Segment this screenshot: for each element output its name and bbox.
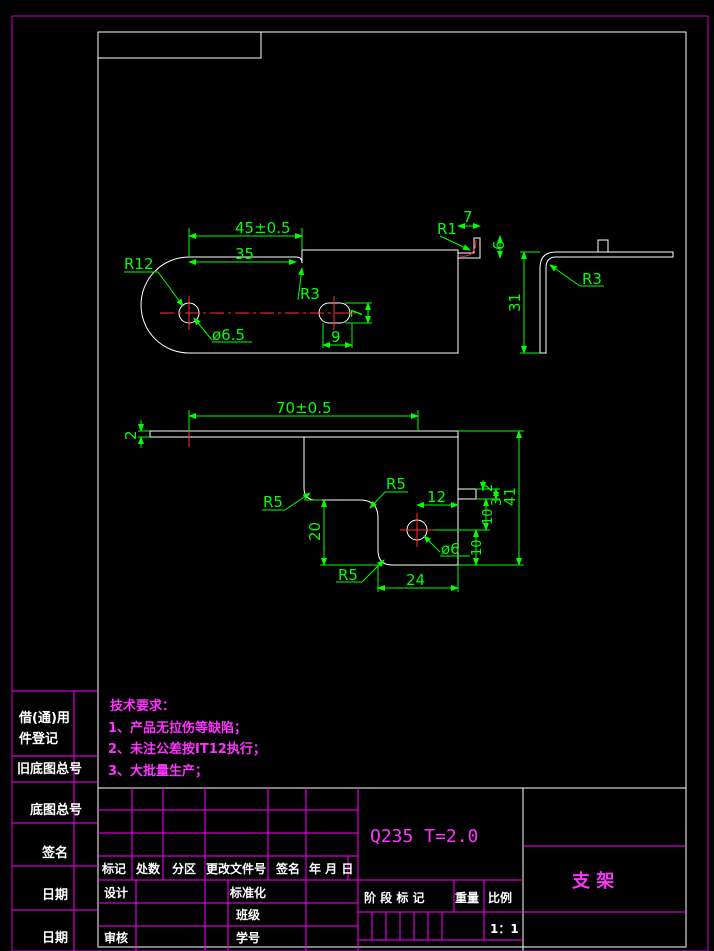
slot xyxy=(318,302,351,324)
material-spec: Q235 T=2.0 xyxy=(370,826,478,847)
label-date-2: 日期 xyxy=(42,931,68,946)
hdr-zone: 分区 xyxy=(172,861,196,876)
side-view: 31 R3 xyxy=(506,239,674,354)
dim-3: 3 xyxy=(490,498,505,506)
hdr-date: 年 月 日 xyxy=(309,861,353,876)
dim-dia-6-5: ø6.5 xyxy=(212,326,245,344)
hdr-count: 处数 xyxy=(135,861,161,876)
lbl-scale: 比例 xyxy=(488,890,512,905)
dim-41: 41 xyxy=(501,487,519,506)
title-block: 标记 处数 分区 更改文件号 签名 年 月 日 设计 标准化 班级 审核 学号 … xyxy=(98,787,686,951)
lbl-check: 审核 xyxy=(104,930,128,945)
label-borrow-2: 件登记 xyxy=(19,731,58,747)
dim-r5-c: R5 xyxy=(338,566,358,584)
dim-9: 9 xyxy=(331,328,341,346)
top-left-label-box xyxy=(97,31,262,59)
dim-35: 35 xyxy=(235,245,254,263)
label-base-no: 底图总号 xyxy=(30,802,82,818)
lbl-stage-mark: 阶 段 标 记 xyxy=(364,890,425,905)
scale-value: 1：1 xyxy=(490,922,519,936)
dim-6: 6 xyxy=(490,240,508,250)
dim-r5-b: R5 xyxy=(386,475,406,493)
tech-line-1: 1、产品无拉伤等缺陷； xyxy=(108,720,247,736)
dim-24: 24 xyxy=(406,571,425,589)
lbl-class: 班级 xyxy=(236,907,260,922)
dim-45: 45±0.5 xyxy=(235,219,291,237)
lbl-student-no: 学号 xyxy=(236,930,260,945)
dim-31: 31 xyxy=(506,293,524,312)
drawing-frame xyxy=(97,31,687,948)
front-view: 70±0.5 2 R5 R5 R5 20 12 ø6 24 xyxy=(122,399,524,592)
hdr-sign: 签名 xyxy=(275,861,300,876)
dim-r1: R1 xyxy=(437,220,457,238)
dim-2-tab: 2 xyxy=(481,484,496,492)
dim-7-tab: 7 xyxy=(463,208,473,226)
label-date-1: 日期 xyxy=(42,888,68,903)
lbl-design: 设计 xyxy=(104,885,128,900)
hdr-mark: 标记 xyxy=(101,861,126,876)
hdr-change-doc: 更改文件号 xyxy=(206,861,266,876)
dim-dia-6: ø6 xyxy=(441,540,460,558)
tech-line-3: 3、大批量生产； xyxy=(108,763,208,779)
lbl-standardize: 标准化 xyxy=(229,885,266,900)
label-old-base: 旧底图总号 xyxy=(17,761,82,777)
dim-7-slot: 7 xyxy=(348,308,366,318)
dim-70: 70±0.5 xyxy=(276,399,332,417)
label-borrow-1: 借(通)用 xyxy=(18,710,70,726)
dim-r3-side: R3 xyxy=(582,270,602,288)
dim-r3-top: R3 xyxy=(300,285,320,303)
lbl-weight: 重量 xyxy=(455,890,479,905)
part-name: 支 架 xyxy=(571,870,614,892)
dim-10-upper: 10 xyxy=(481,508,496,525)
sheet-outer-border xyxy=(11,15,709,951)
dim-10-lower: 10 xyxy=(470,539,485,556)
dim-12: 12 xyxy=(427,488,446,506)
tech-title: 技术要求： xyxy=(110,698,175,714)
dim-r5-a: R5 xyxy=(263,493,283,511)
technical-requirements: 技术要求： 1、产品无拉伤等缺陷； 2、未注公差按IT12执行； 3、大批量生产… xyxy=(108,698,266,779)
dim-20: 20 xyxy=(306,522,324,541)
tech-line-2: 2、未注公差按IT12执行； xyxy=(108,741,266,757)
label-sign: 签名 xyxy=(41,845,68,861)
top-view: 45±0.5 35 R12 R3 ø6.5 7 9 R1 7 6 xyxy=(124,208,508,354)
dim-2-thickness: 2 xyxy=(122,430,140,440)
left-side-strip: 借(通)用 件登记 旧底图总号 底图总号 签名 日期 日期 xyxy=(12,690,98,951)
dim-r12: R12 xyxy=(124,255,154,273)
